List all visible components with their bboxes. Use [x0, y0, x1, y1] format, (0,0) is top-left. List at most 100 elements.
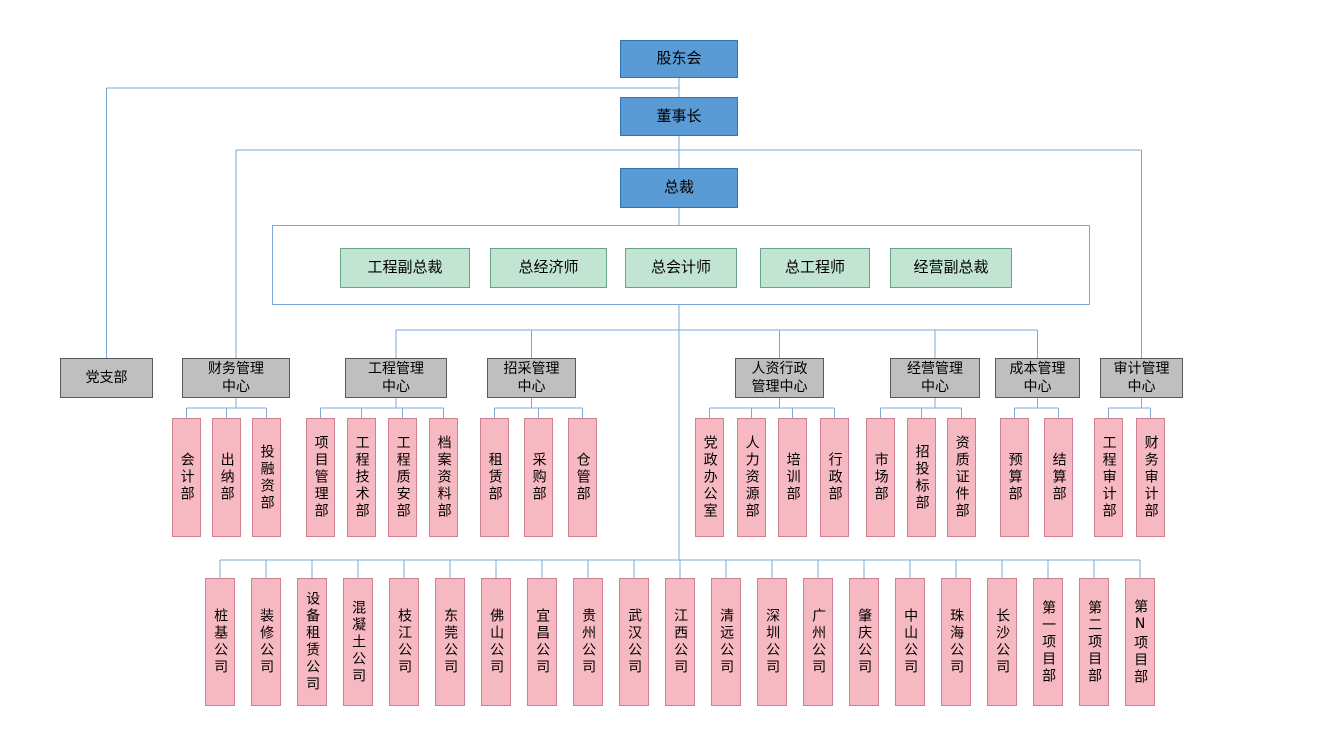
dept-node: 市场部	[866, 418, 895, 537]
dept-node: 仓管部	[568, 418, 597, 537]
company-node: 广州公司	[803, 578, 833, 706]
company-node: 武汉公司	[619, 578, 649, 706]
dept-node-label: 工程技术部	[353, 435, 370, 520]
company-node: 枝江公司	[389, 578, 419, 706]
dept-node: 资质证件部	[947, 418, 976, 537]
dept-node-label: 会计部	[178, 452, 195, 503]
shareholders-meeting: 股东会	[620, 40, 738, 78]
dept-node: 培训部	[778, 418, 807, 537]
cost-center: 成本管理 中心	[995, 358, 1080, 398]
dept-node-label: 党政办公室	[701, 435, 718, 520]
dept-node: 人力资源部	[737, 418, 766, 537]
dept-node: 工程质安部	[388, 418, 417, 537]
dept-node-label: 仓管部	[574, 452, 591, 503]
dept-node-label: 出纳部	[218, 452, 235, 503]
dept-node-label: 工程质安部	[394, 435, 411, 520]
chairman: 董事长	[620, 97, 738, 136]
company-node-label: 清远公司	[718, 608, 735, 676]
party-branch-label: 党支部	[85, 369, 128, 386]
vp-operations-label: 经营副总裁	[913, 258, 989, 277]
dept-node: 档案资料部	[429, 418, 458, 537]
audit-center-label: 审计管理 中心	[1113, 360, 1170, 395]
chief-economist: 总经济师	[490, 248, 607, 288]
dept-node-label: 租赁部	[486, 452, 503, 503]
company-node-label: 江西公司	[672, 608, 689, 676]
company-node-label: 装修公司	[258, 608, 275, 676]
dept-node: 行政部	[820, 418, 849, 537]
dept-node: 投融资部	[252, 418, 281, 537]
chief-accountant: 总会计师	[625, 248, 737, 288]
company-node: 贵州公司	[573, 578, 603, 706]
dept-node-label: 人力资源部	[743, 435, 760, 520]
finance-center: 财务管理 中心	[182, 358, 290, 398]
company-node: 宜昌公司	[527, 578, 557, 706]
dept-node: 工程审计部	[1094, 418, 1123, 537]
company-node-label: 桩基公司	[212, 608, 229, 676]
audit-center: 审计管理 中心	[1100, 358, 1183, 398]
dept-node-label: 培训部	[784, 452, 801, 503]
chief-engineer: 总工程师	[760, 248, 870, 288]
company-node: 珠海公司	[941, 578, 971, 706]
dept-node: 租赁部	[480, 418, 509, 537]
dept-node-label: 采购部	[530, 452, 547, 503]
company-node: 第二项目部	[1079, 578, 1109, 706]
dept-node: 会计部	[172, 418, 201, 537]
dept-node: 采购部	[524, 418, 553, 537]
shareholders-meeting-label: 股东会	[656, 49, 702, 68]
vp-engineering: 工程副总裁	[340, 248, 470, 288]
dept-node: 项目管理部	[306, 418, 335, 537]
dept-node-label: 财务审计部	[1142, 435, 1159, 520]
company-node-label: 设备租赁公司	[304, 591, 321, 693]
company-node: 佛山公司	[481, 578, 511, 706]
dept-node: 结算部	[1044, 418, 1073, 537]
dept-node-label: 结算部	[1050, 452, 1067, 503]
company-node-label: 混凝土公司	[350, 599, 367, 685]
company-node-label: 佛山公司	[488, 608, 505, 676]
company-node-label: 宜昌公司	[534, 608, 551, 676]
company-node: 清远公司	[711, 578, 741, 706]
operations-center: 经营管理 中心	[890, 358, 980, 398]
dept-node-label: 预算部	[1006, 452, 1023, 503]
company-node-label: 第N项目部	[1132, 598, 1149, 686]
company-node: 第一项目部	[1033, 578, 1063, 706]
company-node-label: 贵州公司	[580, 608, 597, 676]
dept-node-label: 市场部	[872, 452, 889, 503]
party-branch: 党支部	[60, 358, 153, 398]
company-node: 中山公司	[895, 578, 925, 706]
chief-engineer-label: 总工程师	[784, 258, 845, 277]
chairman-label: 董事长	[656, 106, 702, 125]
company-node-label: 第二项目部	[1086, 599, 1103, 685]
procurement-center: 招采管理 中心	[487, 358, 576, 398]
chief-accountant-label: 总会计师	[650, 258, 711, 277]
engineering-center: 工程管理 中心	[345, 358, 447, 398]
vp-operations: 经营副总裁	[890, 248, 1012, 288]
hr-admin-center: 人资行政 管理中心	[735, 358, 824, 398]
company-node: 深圳公司	[757, 578, 787, 706]
company-node-label: 珠海公司	[948, 608, 965, 676]
company-node: 桩基公司	[205, 578, 235, 706]
dept-node: 党政办公室	[695, 418, 724, 537]
company-node: 装修公司	[251, 578, 281, 706]
president-label: 总裁	[663, 178, 694, 197]
dept-node: 预算部	[1000, 418, 1029, 537]
company-node-label: 中山公司	[902, 608, 919, 676]
dept-node-label: 档案资料部	[435, 435, 452, 520]
chief-economist-label: 总经济师	[518, 258, 579, 277]
vp-engineering-label: 工程副总裁	[367, 258, 443, 277]
dept-node: 财务审计部	[1136, 418, 1165, 537]
company-node-label: 深圳公司	[764, 608, 781, 676]
dept-node-label: 行政部	[826, 452, 843, 503]
cost-center-label: 成本管理 中心	[1009, 360, 1066, 395]
company-node-label: 长沙公司	[994, 608, 1011, 676]
finance-center-label: 财务管理 中心	[208, 360, 264, 395]
company-node-label: 广州公司	[810, 608, 827, 676]
dept-node-label: 工程审计部	[1100, 435, 1117, 520]
company-node: 肇庆公司	[849, 578, 879, 706]
company-node: 第N项目部	[1125, 578, 1155, 706]
dept-node-label: 资质证件部	[953, 435, 970, 520]
hr-admin-center-label: 人资行政 管理中心	[751, 360, 808, 395]
president: 总裁	[620, 168, 738, 208]
company-node-label: 肇庆公司	[856, 608, 873, 676]
